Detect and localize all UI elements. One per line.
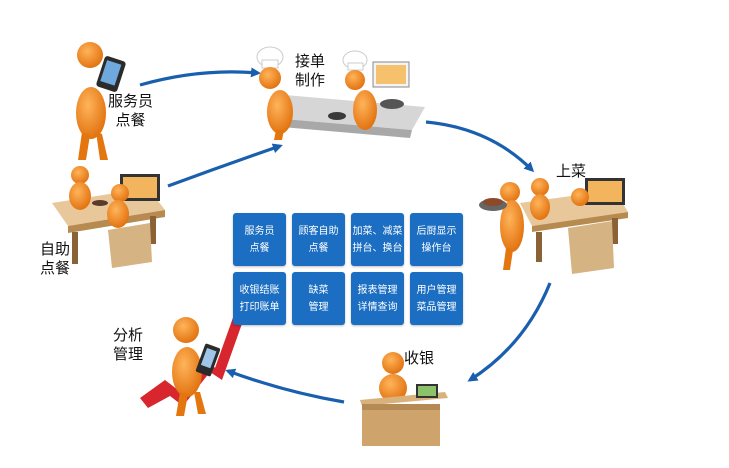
label-waiter-order: 服务员 点餐 [108,92,154,129]
module-reports: 报表管理 详情查询 [351,272,404,325]
module-line: 打印账单 [239,301,280,313]
arrow-kitchen-to-serve [425,120,535,173]
analysis-scene [140,312,244,416]
module-kitchen-display: 后厨显示 操作台 [410,213,463,266]
arrow-waiter-to-kitchen [139,67,261,87]
module-line: 后厨显示 [416,225,457,237]
label-kitchen: 接单 制作 [295,52,326,89]
label-checkout: 收银 [404,349,435,367]
module-self-order: 顾客自助 点餐 [292,213,345,266]
flow-arrows [139,67,552,404]
module-grid: 服务员 点餐 顾客自助 点餐 加菜、减菜 拼台、换台 后厨显示 操作台 收银结账… [233,213,463,325]
waiter-figure [76,42,126,160]
module-line: 管理 [308,301,329,313]
arrow-serve-to-checkout [467,282,552,382]
checkout-scene [360,352,448,446]
module-line: 菜品管理 [416,301,457,313]
module-line: 顾客自助 [298,225,339,237]
module-line: 报表管理 [357,284,398,296]
arrow-checkout-to-analysis [225,368,345,404]
module-line: 详情查询 [357,301,398,313]
kitchen-scene [256,46,425,140]
module-user-dish-admin: 用户管理 菜品管理 [410,272,463,325]
module-line: 用户管理 [416,284,457,296]
module-checkout-print: 收银结账 打印账单 [233,272,286,325]
module-line: 服务员 [244,225,275,237]
module-line: 加菜、减菜 [352,225,403,237]
module-line: 拼台、换台 [352,242,403,254]
arrow-selforder-to-kitchen [167,143,283,188]
label-serve: 上菜 [556,162,587,180]
label-self-order: 自助 点餐 [40,240,71,277]
module-line: 操作台 [421,242,452,254]
self-order-scene [52,166,165,268]
module-line: 点餐 [249,242,270,254]
label-analysis: 分析 管理 [113,326,144,363]
module-line: 缺菜 [308,284,329,296]
module-waiter-order: 服务员 点餐 [233,213,286,266]
module-shortage: 缺菜 管理 [292,272,345,325]
serve-scene [479,178,628,274]
module-table-ops: 加菜、减菜 拼台、换台 [351,213,404,266]
module-line: 点餐 [308,242,329,254]
module-line: 收银结账 [239,284,280,296]
